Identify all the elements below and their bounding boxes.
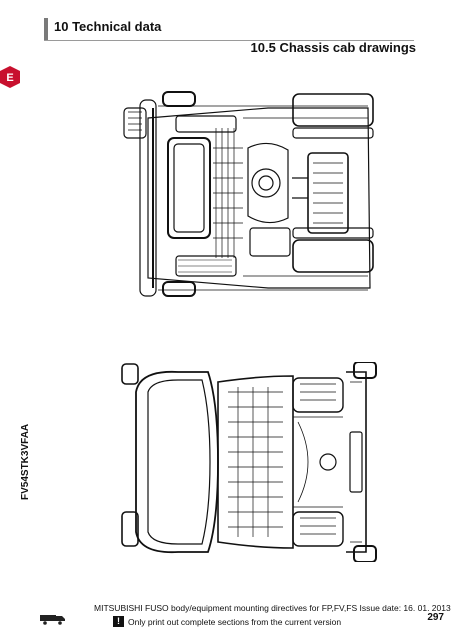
header-rule xyxy=(44,40,414,41)
top-view-drawing xyxy=(118,88,380,308)
footer-notice: ! Only print out complete sections from … xyxy=(113,616,341,627)
section-title: 10.5 Chassis cab drawings xyxy=(250,40,416,55)
chapter-bar xyxy=(44,18,48,40)
truck-icon xyxy=(40,615,65,625)
language-tab-label: E xyxy=(6,72,13,84)
chapter-title: 10 Technical data xyxy=(54,19,162,34)
mirror-left xyxy=(123,107,147,139)
warning-icon: ! xyxy=(113,616,124,627)
language-tab-icon: E xyxy=(0,66,20,88)
front-view-drawing xyxy=(118,362,380,562)
page-number: 297 xyxy=(427,612,444,623)
drawing-code: FV54STK3VFAA xyxy=(20,423,31,500)
footer-notice-text: Only print out complete sections from th… xyxy=(128,616,342,627)
footer-directive: MITSUBISHI FUSO body/equipment mounting … xyxy=(94,603,451,613)
